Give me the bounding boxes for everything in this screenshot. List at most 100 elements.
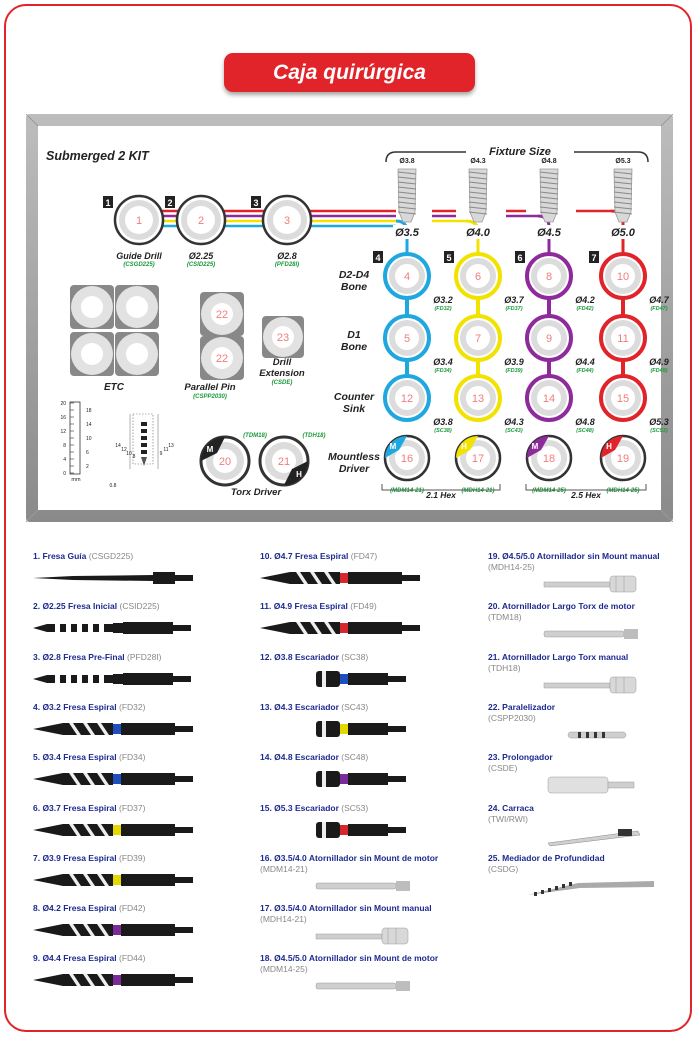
torx-letter: H xyxy=(296,470,302,479)
instrument-icon xyxy=(33,622,191,635)
instrument-item: 2. Ø2.25 Fresa Inicial (CSID225) xyxy=(33,601,233,639)
instrument-title: 11. Ø4.9 Fresa Espiral (FD49) xyxy=(260,601,460,611)
slot-hole xyxy=(395,386,419,410)
slot-number: 8 xyxy=(546,271,552,283)
etc-hole xyxy=(81,296,103,318)
instrument-name: 9. Ø4.4 Fresa Espiral xyxy=(33,953,117,964)
instrument-code: (TDM18) xyxy=(488,612,522,623)
screw-thread xyxy=(613,206,633,210)
instrument-title: 15. Ø5.3 Escariador (SC53) xyxy=(260,803,460,813)
slot-hole xyxy=(125,206,153,234)
slot-number: 4 xyxy=(404,271,410,283)
step-badge xyxy=(103,196,113,208)
instrument-icon xyxy=(33,974,193,987)
instrument-title: 12. Ø3.8 Escariador (SC38) xyxy=(260,652,460,662)
tray-corner-line xyxy=(660,509,673,522)
ruler-tick-label: 8 xyxy=(63,443,66,449)
instrument-code: (TWI/RWI) xyxy=(488,813,528,824)
instrument-code-line: (MDH14-21) xyxy=(260,914,460,924)
screw-thread xyxy=(468,186,488,190)
instrument-item: 24. Carraca(TWI/RWI) xyxy=(488,803,688,847)
driver-code: (MDM14-21) xyxy=(390,488,424,494)
slot-hole xyxy=(272,449,296,473)
instrument-title: 13. Ø4.3 Escariador (SC43) xyxy=(260,702,460,712)
screw-thread xyxy=(468,181,488,185)
instrument-icon xyxy=(315,981,410,992)
instrument-icon xyxy=(33,773,193,786)
slot-hole xyxy=(611,326,635,350)
instrument-title: 25. Mediador de Profundidad xyxy=(488,853,688,863)
etc-label: ETC xyxy=(104,382,125,393)
step-badge-number: 6 xyxy=(517,253,522,263)
slot-number: 22 xyxy=(216,353,228,365)
instrument-code: (FD39) xyxy=(119,852,146,863)
parallel-hole xyxy=(211,347,233,369)
instrument-code: (FD32) xyxy=(119,701,146,712)
instrument-code: (MDM14-25) xyxy=(260,964,308,975)
instrument-name: 19. Ø4.5/5.0 Atornillador sin Mount manu… xyxy=(488,551,660,561)
instrument-code-line: (TWI/RWI) xyxy=(488,814,688,824)
instrument-code: (SC38) xyxy=(341,651,369,662)
instrument-name: 4. Ø3.2 Fresa Espiral xyxy=(33,701,117,712)
instrument-item: 3. Ø2.8 Fresa Pre-Final (PFD28I) xyxy=(33,652,233,690)
instrument-name: 16. Ø3.5/4.0 Atornillador sin Mount de m… xyxy=(260,852,439,863)
column-slot-code: (FD44) xyxy=(576,368,593,374)
fixture-main-label: Ø4.5 xyxy=(537,227,562,239)
gauge-depth-label: 11 xyxy=(163,447,168,453)
ruler-tick-label: 2 xyxy=(86,464,89,470)
extension-label: Drill xyxy=(273,357,292,368)
torx-letter: M xyxy=(207,445,214,454)
slot-number: 17 xyxy=(472,453,484,465)
column-slot-code: (FD32) xyxy=(434,306,451,312)
instrument-name: 21. Atornillador Largo Torx manual xyxy=(488,651,629,662)
screw-thread xyxy=(539,211,559,215)
screw-thread xyxy=(397,176,417,180)
instrument-icon xyxy=(528,880,654,896)
instrument-item: 11. Ø4.9 Fresa Espiral (FD49) xyxy=(260,601,460,639)
fixture-screw-icon xyxy=(397,168,417,223)
instrument-title: 24. Carraca xyxy=(488,803,688,813)
etc-hole xyxy=(81,343,103,365)
hex-label: 2.1 Hex xyxy=(425,490,457,500)
instrument-icon xyxy=(33,823,193,836)
row-label-counter: Counter xyxy=(334,391,375,403)
driver-letter: M xyxy=(390,442,397,451)
instrument-title: 22. Paralelizador xyxy=(488,702,688,712)
driver-bracket xyxy=(525,484,647,491)
instrument-icon xyxy=(315,927,409,945)
slot-number: 12 xyxy=(401,393,413,405)
gauge-depth-label: 8 xyxy=(133,454,136,460)
screw-thread xyxy=(397,181,417,185)
etc-hole xyxy=(126,343,148,365)
slot-hole xyxy=(537,446,561,470)
driver-wedge xyxy=(601,436,623,458)
slot-hole xyxy=(273,206,301,234)
fixture-top-label: Ø5.3 xyxy=(615,158,630,165)
instrument-name: 15. Ø5.3 Escariador xyxy=(260,802,339,813)
instrument-icon xyxy=(260,622,420,635)
slot-number: 16 xyxy=(401,453,413,465)
column-slot-size: Ø4.4 xyxy=(575,357,595,367)
gauge-band xyxy=(141,450,147,454)
screw-thread xyxy=(613,211,633,215)
fixture-size-label: Fixture Size xyxy=(489,146,551,158)
instrument-name: 11. Ø4.9 Fresa Espiral xyxy=(260,601,348,612)
slot-number: 15 xyxy=(617,393,629,405)
instrument-code: (FD49) xyxy=(350,601,377,612)
column-slot-code: (FD47) xyxy=(650,306,667,312)
parallel-label: Parallel Pin xyxy=(184,382,235,393)
screw-thread xyxy=(613,196,633,200)
screw-thread xyxy=(613,186,633,190)
slot-hole xyxy=(537,326,561,350)
slot-number: 13 xyxy=(472,393,484,405)
instrument-name: 8. Ø4.2 Fresa Espiral xyxy=(33,903,117,914)
instrument-code-line: (MDM14-21) xyxy=(260,864,460,874)
instrument-icon xyxy=(543,676,637,693)
screw-thread xyxy=(539,176,559,180)
column-slot-size: Ø3.7 xyxy=(504,295,525,305)
instrument-code: (CSGD225) xyxy=(88,551,134,561)
screw-thread xyxy=(397,186,417,190)
gauge-depth-label: 13 xyxy=(168,443,174,449)
instrument-item: 4. Ø3.2 Fresa Espiral (FD32) xyxy=(33,702,233,740)
